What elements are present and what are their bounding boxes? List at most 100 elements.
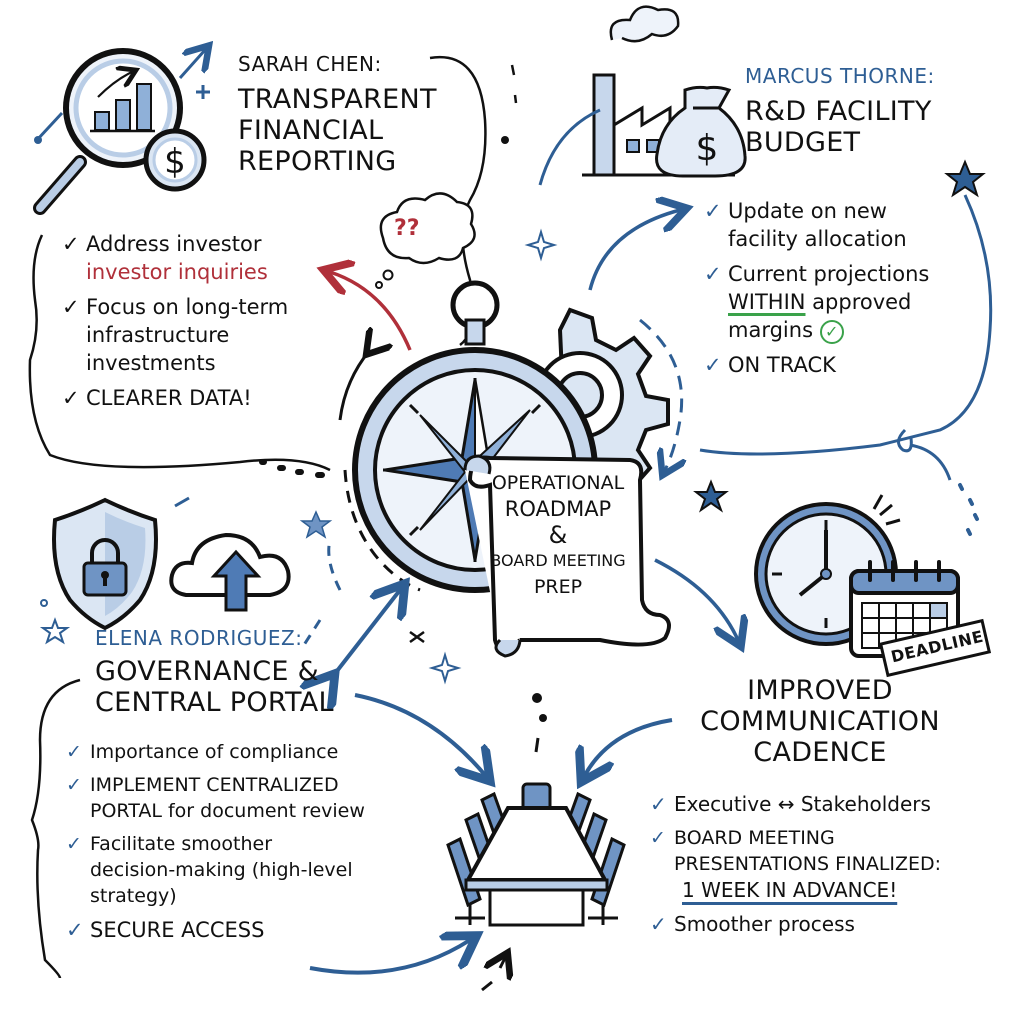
item-line: investments (86, 351, 216, 375)
item-line: PRESENTATIONS FINALIZED: (674, 853, 942, 875)
check-icon: ✓ (704, 353, 722, 377)
conference-table-icon (446, 782, 626, 927)
list-item: ✓ Smoother process (650, 910, 1000, 938)
check-icon: ✓ (704, 199, 722, 223)
cadence-items: ✓ Executive ↔ Stakeholders ✓ BOARD MEETI… (650, 790, 1000, 945)
center-title-line: BOARD MEETING (490, 551, 626, 570)
thought-bubble-icon (375, 192, 476, 289)
list-item: ✓ BOARD MEETING PRESENTATIONS FINALIZED:… (650, 825, 1000, 903)
title-line: IMPROVED (747, 675, 893, 706)
item-text: IMPLEMENT CENTRALIZED PORTAL for documen… (90, 772, 365, 824)
item-line-text: margins (728, 318, 814, 342)
marcus-title: R&D FACILITY BUDGET (745, 96, 935, 158)
list-item: ✓ IMPLEMENT CENTRALIZED PORTAL for docum… (66, 772, 426, 824)
list-item: ✓ CLEARER DATA! (62, 384, 362, 412)
check-icon: ✓ (650, 827, 666, 849)
item-line: strategy) (90, 885, 177, 907)
check-icon: ✓ (62, 232, 80, 256)
cadence-title: IMPROVED COMMUNICATION CADENCE (690, 675, 950, 768)
item-text: Executive ↔ Stakeholders (674, 792, 931, 816)
item-line-rest: approved (805, 290, 912, 314)
item-text: SECURE ACCESS (90, 918, 265, 942)
sarah-title: TRANSPARENT FINANCIAL REPORTING (238, 84, 437, 177)
list-item: ✓ Update on new facility allocation (704, 197, 994, 253)
item-line: facility allocation (728, 227, 907, 251)
emphasis-within: WITHIN (728, 290, 806, 314)
check-icon: ✓ (62, 295, 80, 319)
center-title: OPERATIONAL ROADMAP & BOARD MEETING PREP (478, 470, 638, 600)
check-icon: ✓ (66, 774, 82, 796)
list-item: ✓ Address investor investor inquiries (62, 230, 362, 286)
list-item: ✓ Focus on long-term infrastructure inve… (62, 293, 362, 377)
item-line: Update on new (728, 199, 887, 223)
item-text: Current projections WITHIN approved marg… (728, 260, 929, 344)
item-line: Current projections (728, 262, 930, 286)
check-icon: ✓ (650, 912, 667, 936)
thought-bubble-text: ?? (394, 216, 420, 241)
cloud-upload-icon (169, 532, 291, 612)
marcus-thorne-section: MARCUS THORNE: R&D FACILITY BUDGET (745, 64, 935, 158)
item-line: WITHIN approved (728, 288, 929, 316)
item-line: BOARD MEETING (674, 827, 835, 849)
item-line: Focus on long-term (86, 295, 289, 319)
item-line: Address investor (86, 232, 262, 256)
elena-rodriguez-section: ELENA RODRIGUEZ: GOVERNANCE & CENTRAL PO… (95, 626, 334, 718)
item-text: Smoother process (674, 912, 855, 936)
item-line: decision-making (high-level (90, 859, 353, 881)
title-line: FINANCIAL (238, 115, 384, 146)
title-line: BUDGET (745, 127, 861, 158)
item-text: BOARD MEETING PRESENTATIONS FINALIZED: 1… (674, 825, 941, 903)
sarah-name: SARAH CHEN: (238, 52, 382, 76)
title-line: CENTRAL PORTAL (95, 687, 334, 718)
deadline-stamp (878, 618, 992, 678)
elena-name: ELENA RODRIGUEZ: (95, 626, 303, 650)
item-text: ON TRACK (728, 353, 836, 377)
green-check-circle-icon: ✓ (819, 320, 844, 344)
factory-money-bag-icon: $ (582, 5, 747, 178)
title-line: TRANSPARENT (238, 84, 437, 115)
svg-text:$: $ (696, 128, 719, 169)
title-line: GOVERNANCE & (95, 656, 320, 687)
item-text: Importance of compliance (90, 741, 339, 763)
cadence-section: IMPROVED COMMUNICATION CADENCE (690, 675, 950, 768)
item-line: Facilitate smoother (90, 833, 273, 855)
list-item: ✓ Executive ↔ Stakeholders (650, 790, 1000, 818)
item-text: Update on new facility allocation (728, 197, 907, 253)
item-text: Facilitate smoother decision-making (hig… (90, 831, 353, 909)
shield-lock-icon (52, 497, 158, 631)
check-icon: ✓ (66, 918, 84, 942)
marcus-name: MARCUS THORNE: (745, 64, 935, 88)
item-text: Address investor investor inquiries (86, 230, 268, 286)
title-line: R&D FACILITY (745, 96, 932, 127)
item-text: Focus on long-term infrastructure invest… (86, 293, 288, 377)
item-line: PORTAL for document review (90, 800, 365, 822)
center-title-line: PREP (533, 576, 583, 598)
check-icon: ✓ (650, 792, 667, 816)
center-title-line: OPERATIONAL (491, 472, 625, 494)
item-line-emphasis: 1 WEEK IN ADVANCE! (682, 878, 898, 902)
list-item: ✓ SECURE ACCESS (66, 916, 426, 944)
item-text: CLEARER DATA! (86, 386, 252, 410)
check-icon: ✓ (66, 741, 82, 763)
elena-items: ✓ Importance of compliance ✓ IMPLEMENT C… (66, 739, 426, 951)
list-item: ✓ Facilitate smoother decision-making (h… (66, 831, 426, 909)
title-line: COMMUNICATION (700, 706, 940, 737)
title-line: CADENCE (753, 737, 887, 768)
item-line: margins ✓ (728, 316, 929, 344)
check-icon: ✓ (62, 386, 80, 410)
list-item: ✓ Importance of compliance (66, 739, 426, 765)
check-icon: ✓ (704, 262, 722, 286)
list-item: ✓ ON TRACK (704, 351, 994, 379)
center-title-line: & (548, 521, 568, 549)
check-icon: ✓ (66, 833, 82, 855)
center-title-line: ROADMAP (504, 497, 612, 521)
list-item: ✓ Current projections WITHIN approved ma… (704, 260, 994, 344)
sarah-chen-section: SARAH CHEN: TRANSPARENT FINANCIAL REPORT… (238, 52, 437, 177)
title-line: REPORTING (238, 146, 397, 177)
magnifier-chart-dollar-icon: $ (33, 50, 210, 215)
item-line-highlight: investor inquiries (86, 260, 268, 284)
scroll-icon (463, 454, 671, 658)
marcus-items: ✓ Update on new facility allocation ✓ Cu… (704, 197, 994, 386)
sarah-items: ✓ Address investor investor inquiries ✓ … (62, 230, 362, 419)
